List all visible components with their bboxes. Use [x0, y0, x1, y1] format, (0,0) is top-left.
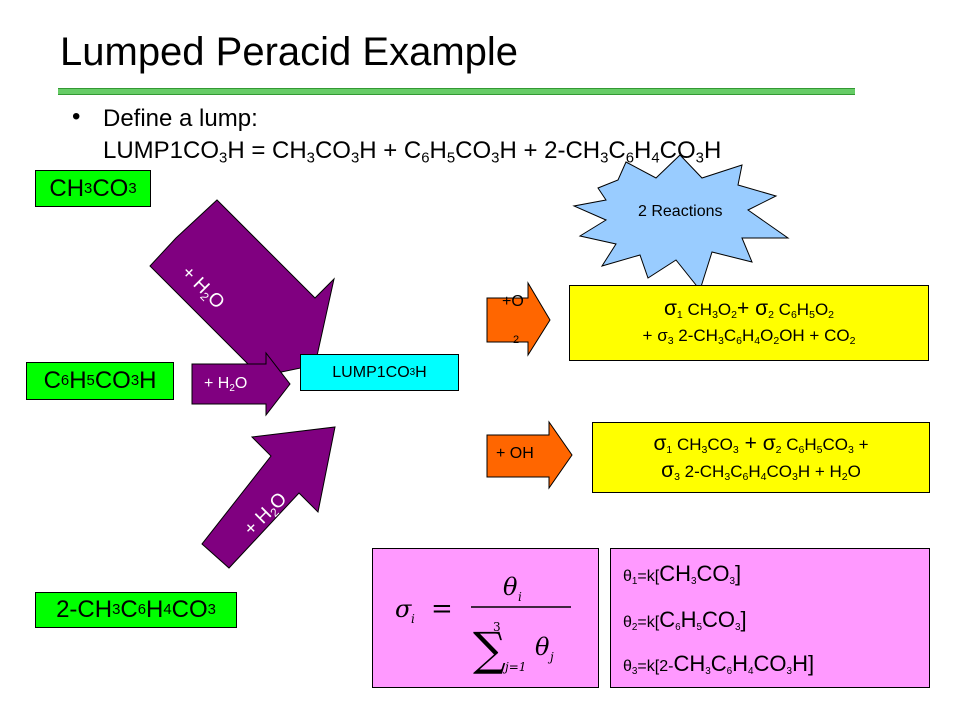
eq-num-sub: i [518, 590, 522, 604]
eq-sum-bottom: j=1 [502, 660, 526, 674]
eq-lhs-sigma: σ [395, 595, 412, 623]
products-o2-box: σ1 CH3O2+ σ2 C6H5O2 + σ3 2-CH3C6H4O2OH +… [569, 285, 929, 361]
products-o2-line-1: σ1 CH3O2+ σ2 C6H5O2 [663, 297, 835, 322]
bullet-text: Define a lump: LUMP1CO3H = CH3CO3H + C6H… [103, 103, 721, 167]
sigma-equation-box: σ i = θ i 3 ∑ j=1 θ j [372, 548, 599, 688]
theta-2: θ2=k[C6H5CO3] [623, 607, 747, 633]
products-oh-line-2: σ3 2-CH3C6H4CO3H + H2O [661, 459, 861, 484]
bullet-line-1: Define a lump: [103, 105, 258, 132]
arrow-oh-reaction [486, 420, 573, 490]
eq-lhs-sub: i [411, 612, 415, 626]
eq-equals: = [431, 594, 453, 624]
sigma-equation: σ i = θ i 3 ∑ j=1 θ j [395, 573, 571, 676]
products-oh-line-1: σ1 CH3CO3 + σ2 C6H5CO3 + [653, 432, 869, 457]
eq-sum-top: 3 [493, 620, 501, 634]
starburst-shape [572, 154, 790, 292]
theta-1: θ1=k[CH3CO3] [623, 561, 742, 587]
starburst-label: 2 Reactions [638, 203, 723, 220]
eq-den-sub: j [547, 650, 554, 664]
products-o2-line-2: + σ3 2-CH3C6H4O2OH + CO2 [642, 326, 856, 348]
title-divider [58, 88, 855, 95]
arrow-2ch3c6h4co3-to-lump [201, 426, 336, 569]
theta-definitions-box: θ1=k[CH3CO3] θ2=k[C6H5CO3] θ3=k[2-CH3C6H… [610, 548, 930, 688]
bullet-marker: • [72, 103, 81, 130]
products-oh-box: σ1 CH3CO3 + σ2 C6H5CO3 + σ3 2-CH3C6H4CO3… [592, 422, 930, 493]
theta-3: θ3=k[2-CH3C6H4CO3H] [623, 651, 815, 677]
arrow-o2-reaction [486, 281, 551, 357]
arrow-c6h5co3h-to-lump [191, 351, 291, 417]
arrow-label-o2: +O [502, 293, 524, 310]
arrow-label-o2-subscript: 2 [513, 334, 520, 346]
arrow-label-middle: + H2O [204, 375, 248, 394]
arrow-label-oh: + OH [496, 445, 534, 462]
lump-definition: LUMP1CO3H = CH3CO3H + C6H5CO3H + 2-CH3C6… [103, 137, 722, 167]
eq-den-theta: θ [535, 633, 550, 661]
eq-sum-sign: ∑ [473, 622, 506, 676]
eq-num-theta: θ [503, 573, 518, 601]
page-title: Lumped Peracid Example [60, 30, 519, 74]
